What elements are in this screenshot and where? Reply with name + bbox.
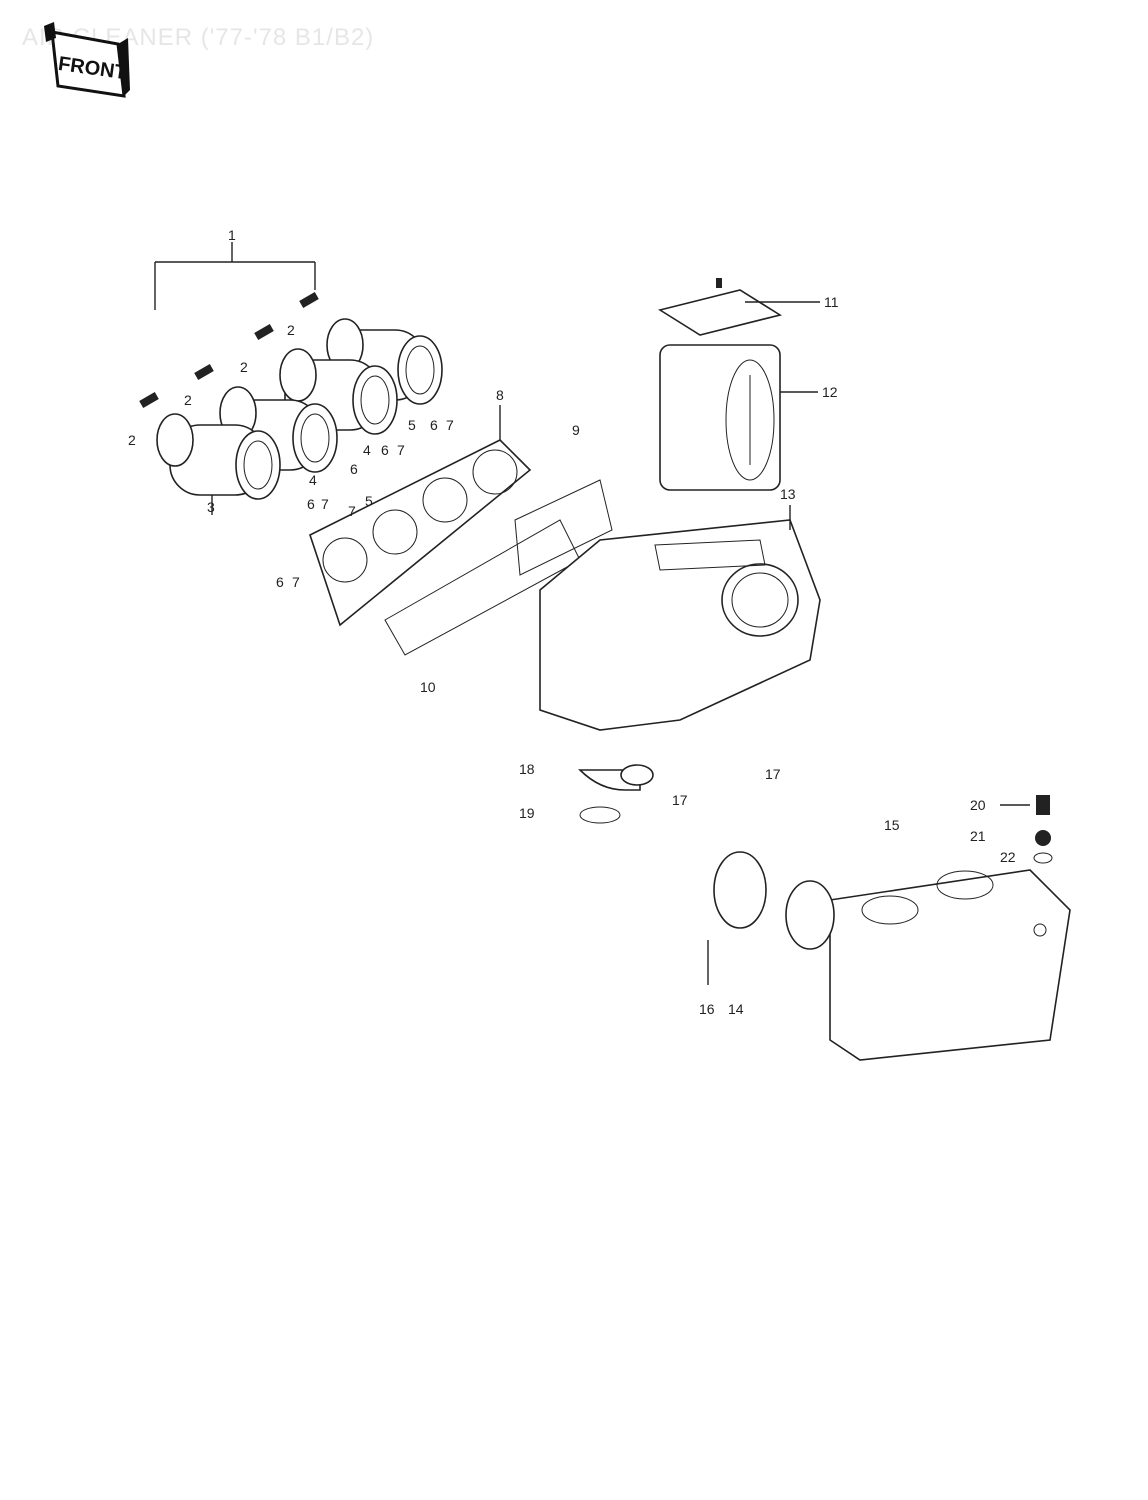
callout-17: 17 — [765, 766, 781, 782]
fasteners-20-22 — [1000, 795, 1053, 864]
callout-8: 8 — [496, 387, 504, 403]
callout-2: 2 — [128, 432, 136, 448]
callout-2: 2 — [240, 359, 248, 375]
callout-18: 18 — [519, 761, 535, 777]
callout-labels: 1 2 2 2 2 3 4 4 5 5 6 6 6 6 6 7 7 7 7 7 … — [128, 227, 1016, 1017]
callout-5: 5 — [408, 417, 416, 433]
callout-7: 7 — [292, 574, 300, 590]
callout-4: 4 — [363, 442, 371, 458]
callout-7: 7 — [321, 496, 329, 512]
callout-1: 1 — [228, 227, 236, 243]
callout-12: 12 — [822, 384, 838, 400]
intake-duct — [713, 851, 1071, 1061]
callout-3: 3 — [207, 499, 215, 515]
callout-6: 6 — [276, 574, 284, 590]
callout-22: 22 — [1000, 849, 1016, 865]
air-cleaner-element — [659, 344, 781, 491]
callout-2: 2 — [184, 392, 192, 408]
callout-17: 17 — [672, 792, 688, 808]
callout-5: 5 — [365, 493, 373, 509]
callout-11: 11 — [824, 294, 839, 310]
callout-4: 4 — [309, 472, 317, 488]
callout-6: 6 — [350, 461, 358, 477]
callout-7: 7 — [348, 503, 356, 519]
callout-9: 9 — [572, 422, 580, 438]
callout-2: 2 — [287, 322, 295, 338]
holder-tube-4 — [139, 392, 281, 500]
callout-6: 6 — [307, 496, 315, 512]
callout-10: 10 — [420, 679, 436, 695]
callout-20: 20 — [970, 797, 986, 813]
callout-6: 6 — [381, 442, 389, 458]
callout-16: 16 — [699, 1001, 715, 1017]
front-direction-badge: FRONT — [44, 22, 130, 98]
callout-7: 7 — [397, 442, 405, 458]
callout-13: 13 — [780, 486, 796, 502]
carburetor-holders — [139, 292, 443, 500]
air-cleaner-housing — [539, 519, 821, 731]
drain-pipe — [578, 764, 654, 824]
callout-7: 7 — [446, 417, 454, 433]
part-1-bracket — [154, 242, 316, 310]
element-cap — [657, 278, 783, 336]
callout-14: 14 — [728, 1001, 744, 1017]
leader-lines — [211, 301, 820, 985]
callout-21: 21 — [970, 828, 986, 844]
callout-19: 19 — [519, 805, 535, 821]
callout-15: 15 — [884, 817, 900, 833]
callout-6: 6 — [430, 417, 438, 433]
